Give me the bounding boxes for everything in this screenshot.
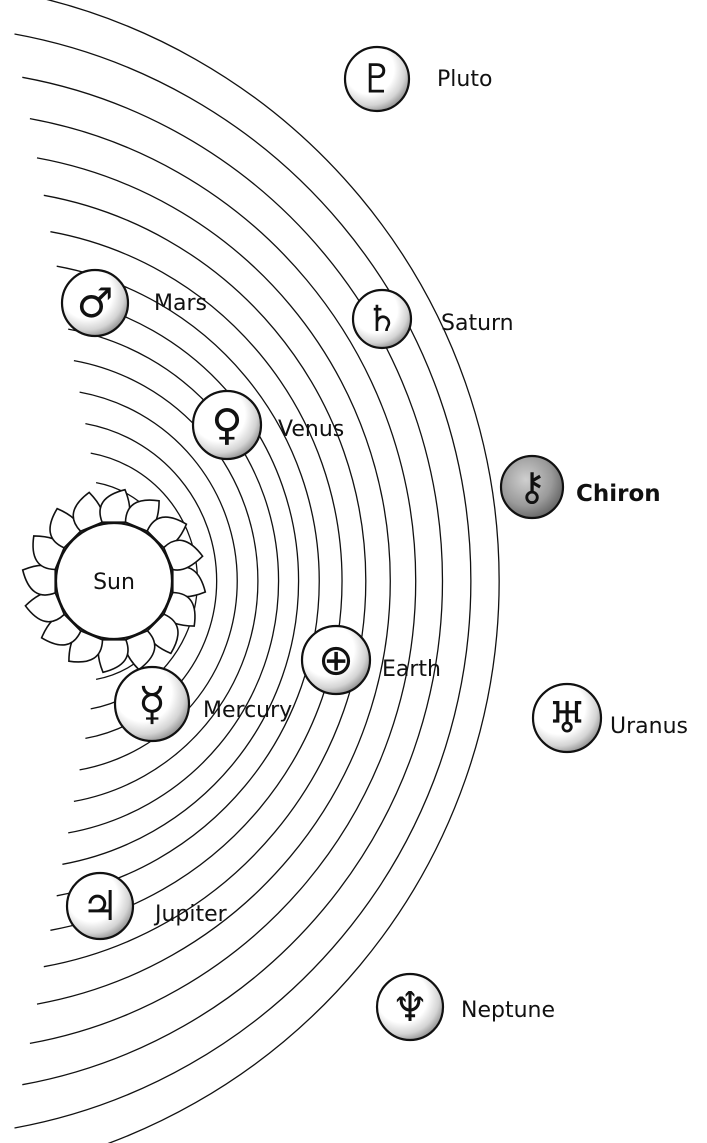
planet-neptune: ♆ Neptune bbox=[377, 974, 555, 1040]
planet-earth: ⊕ Earth bbox=[302, 626, 441, 694]
earth-symbol-icon: ⊕ bbox=[318, 635, 354, 685]
planet-pluto: ♇ Pluto bbox=[345, 47, 492, 111]
uranus-symbol-icon: ♅ bbox=[548, 693, 587, 743]
planet-jupiter-label: Jupiter bbox=[153, 902, 228, 927]
planet-chiron: ⚷ Chiron bbox=[501, 456, 661, 518]
planet-venus-label: Venus bbox=[278, 417, 344, 442]
chiron-symbol-icon: ⚷ bbox=[518, 465, 547, 510]
sun: Sun bbox=[23, 490, 206, 673]
neptune-symbol-icon: ♆ bbox=[392, 983, 429, 1031]
saturn-symbol-icon: ♄ bbox=[366, 299, 398, 340]
planet-mercury: ☿ Mercury bbox=[115, 667, 292, 741]
planet-saturn-label: Saturn bbox=[441, 311, 514, 336]
mercury-symbol-icon: ☿ bbox=[138, 677, 166, 731]
planet-saturn: ♄ Saturn bbox=[353, 290, 514, 348]
planet-mercury-label: Mercury bbox=[203, 698, 292, 723]
jupiter-symbol-icon: ♃ bbox=[82, 882, 119, 930]
planet-mars: ♂ Mars bbox=[62, 270, 207, 336]
planet-uranus: ♅ Uranus bbox=[533, 684, 688, 752]
planet-uranus-label: Uranus bbox=[610, 714, 688, 739]
planet-pluto-label: Pluto bbox=[437, 67, 492, 92]
mars-symbol-icon: ♂ bbox=[77, 279, 114, 327]
planet-jupiter: ♃ Jupiter bbox=[67, 873, 228, 939]
planet-mars-label: Mars bbox=[154, 291, 207, 316]
sun-label: Sun bbox=[93, 570, 135, 595]
planet-neptune-label: Neptune bbox=[461, 998, 555, 1023]
venus-symbol-icon: ♀ bbox=[211, 400, 243, 450]
pluto-symbol-icon: ♇ bbox=[359, 56, 395, 102]
planet-chiron-label: Chiron bbox=[576, 481, 661, 507]
planet-earth-label: Earth bbox=[382, 657, 441, 682]
